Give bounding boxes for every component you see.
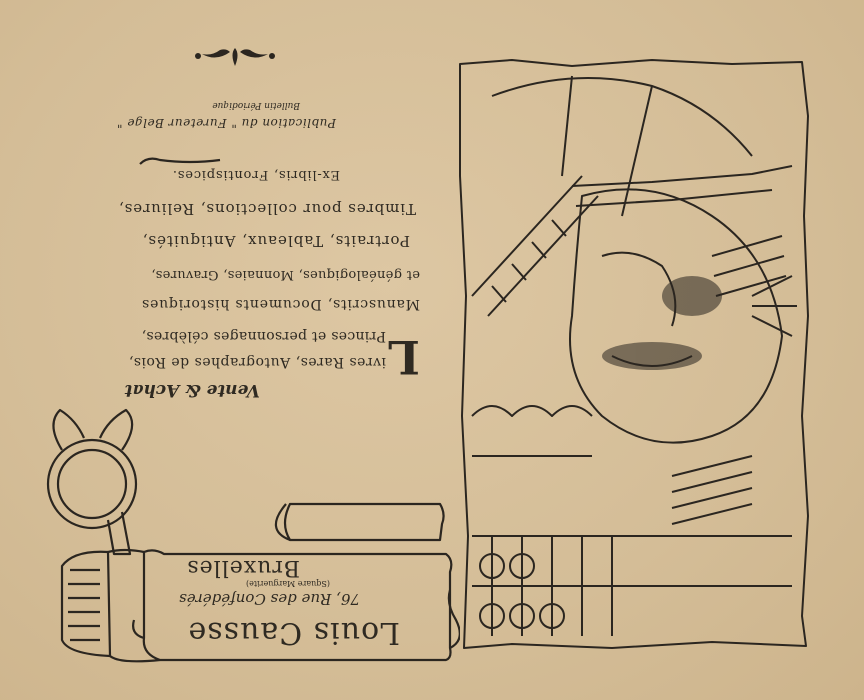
body-line-7: Ex-libris, Frontispices. — [172, 167, 340, 182]
street-address: 76, Rue des Confédérés — [179, 590, 360, 608]
flipped-text-block: Louis Causse 76, Rue des Confédérés (Squ… — [46, 48, 460, 663]
body-line-3: Manuscrits, Documents historiques — [141, 296, 420, 312]
engraving-icon — [459, 59, 809, 649]
merchant-name: Louis Causse — [187, 615, 400, 650]
body-line-1: ivres Rares, Autographes de Rois, — [128, 354, 386, 370]
fleuron-icon — [195, 48, 275, 66]
body-line-4: et généalogiques, Monnaies, Gravures, — [151, 267, 420, 282]
publication-line: Publication du " Fureteur Belge " — [116, 116, 337, 130]
body-line-5: Portraits, Tableaux, Antiquités, — [141, 232, 410, 250]
body-line-2: Princes et personnages célèbres, — [141, 328, 386, 344]
address-note: (Square Marguerite) — [246, 579, 330, 588]
drop-cap: L — [387, 330, 420, 384]
body-line-6: Timbres pour collections, Reliures, — [118, 200, 416, 218]
city-name: Bruxelles — [186, 555, 300, 580]
bulletin-line: Bulletin Périodique — [212, 100, 300, 110]
scroll-banner-icon — [46, 157, 460, 663]
heading-vente-achat: Vente & Achat — [124, 380, 260, 400]
